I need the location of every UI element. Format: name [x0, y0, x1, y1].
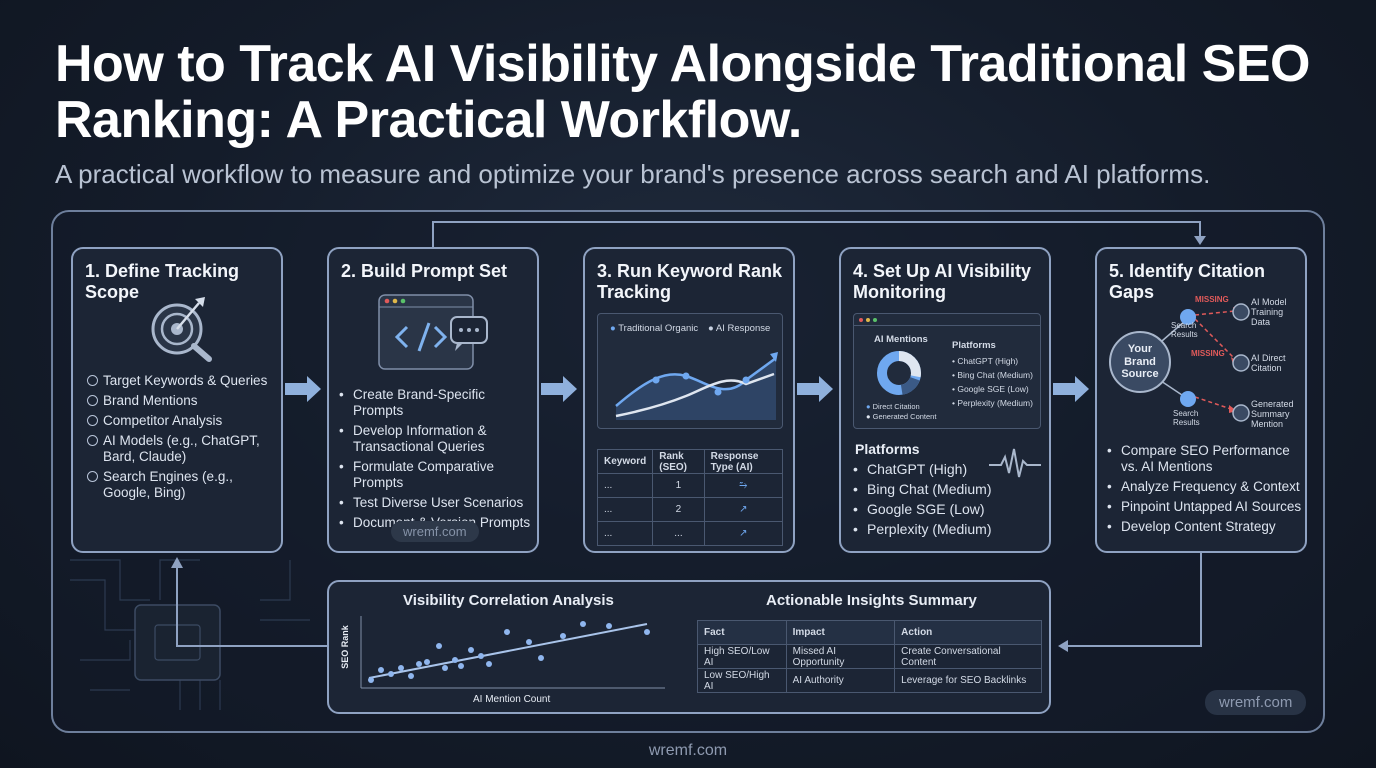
list-item: Test Diverse User Scenarios — [337, 495, 537, 511]
step-card-citation-gaps: 5. Identify Citation Gaps Your Brand Sou… — [1095, 247, 1307, 553]
list-item: Analyze Frequency & Context — [1105, 479, 1305, 495]
flow-arrow-4 — [1053, 376, 1089, 402]
platform-list: ChatGPT (High) Bing Chat (Medium) Google… — [851, 461, 1001, 541]
analysis-panel: Visibility Correlation Analysis SEO Rank… — [327, 580, 1051, 714]
missing-label: MISSING — [1195, 295, 1229, 304]
mini-platforms-title: Platforms — [952, 340, 996, 351]
list-item: AI Models (e.g., ChatGPT, Bard, Claude) — [87, 433, 277, 465]
target-training-data: AI Model Training Data — [1251, 297, 1287, 327]
flow-arrow-3 — [797, 376, 833, 402]
donut-title: AI Mentions — [874, 334, 928, 345]
search-results-node: Search Results — [1171, 321, 1198, 339]
step-title: 4. Set Up AI Visibility Monitoring — [853, 261, 1032, 302]
list-item: Develop Information & Transactional Quer… — [337, 423, 537, 455]
list-item: Target Keywords & Queries — [87, 373, 277, 389]
monitor-window: AI Mentions ● Direct Citation ● Generate… — [853, 313, 1041, 429]
window-dots — [859, 318, 877, 322]
mini-platform: • Perplexity (Medium) — [952, 398, 1033, 408]
step-card-define-scope: 1. Define Tracking Scope Target Keywords… — [71, 247, 283, 553]
platforms-title: Platforms — [855, 441, 920, 457]
step-title: 3. Run Keyword Rank Tracking — [597, 261, 783, 302]
flow-arrow-2 — [541, 376, 577, 402]
table-header: Rank (SEO) — [652, 449, 705, 474]
correlation-ylabel: SEO Rank — [339, 625, 350, 669]
step-title: 2. Build Prompt Set — [341, 261, 508, 281]
list-item: Brand Mentions — [87, 393, 277, 409]
pulse-icon — [989, 448, 1041, 478]
step-card-ai-monitoring: 4. Set Up AI Visibility Monitoring AI Me… — [839, 247, 1051, 553]
table-header: Response Type (AI) — [703, 449, 784, 474]
mini-platform: • ChatGPT (High) — [952, 356, 1019, 366]
table-header: Impact — [785, 620, 896, 645]
correlation-scatter — [360, 616, 665, 689]
target-summary-mention: Generated Summary Mention — [1251, 399, 1294, 429]
table-row: ...1⥲ — [596, 473, 784, 498]
table-row: ...2↗ — [596, 497, 784, 522]
donut-legend-generated: ● Generated Content — [866, 412, 937, 421]
mini-platform: • Google SGE (Low) — [952, 384, 1029, 394]
watermark-pill-right: wremf.com — [1205, 690, 1307, 715]
list-item: Formulate Comparative Prompts — [337, 459, 537, 491]
scope-list: Target Keywords & Queries Brand Mentions… — [87, 373, 277, 505]
rank-chart-panel: ● Traditional Organic ● AI Response — [597, 313, 783, 429]
list-item: Perplexity (Medium) — [851, 521, 1001, 537]
target-search-icon — [151, 297, 212, 362]
rank-line-chart — [615, 352, 778, 420]
page-subtitle: A practical workflow to measure and opti… — [55, 159, 1211, 189]
table-header: Fact — [697, 620, 787, 645]
list-item: ChatGPT (High) — [851, 461, 1001, 477]
footer-watermark: wremf.com — [648, 742, 728, 759]
prompt-list: Create Brand-Specific Prompts Develop In… — [337, 387, 537, 535]
step-card-build-prompts: 2. Build Prompt Set Create Brand-Specifi… — [327, 247, 539, 553]
list-item: Compare SEO Performance vs. AI Mentions — [1105, 443, 1305, 475]
step-title: 5. Identify Citation Gaps — [1109, 261, 1266, 302]
list-item: Develop Content Strategy — [1105, 519, 1305, 535]
gap-list: Compare SEO Performance vs. AI Mentions … — [1105, 443, 1305, 539]
legend-ai: ● AI Response — [708, 323, 771, 334]
mini-platform: • Bing Chat (Medium) — [952, 370, 1033, 380]
table-header: Keyword — [596, 449, 654, 474]
correlation-xlabel: AI Mention Count — [473, 694, 551, 705]
flow-arrow-1 — [285, 376, 321, 402]
page-title: How to Track AI Visibility Alongside Tra… — [55, 35, 1310, 149]
step-title: 1. Define Tracking Scope — [85, 261, 240, 302]
citation-gap-diagram — [1109, 303, 1250, 422]
table-header: Action — [894, 620, 1042, 645]
search-results-node: Search Results — [1173, 409, 1200, 427]
ai-mentions-donut — [877, 351, 921, 395]
insights-title: Actionable Insights Summary — [766, 592, 977, 609]
list-item: Google SGE (Low) — [851, 501, 1001, 517]
watermark-pill: wremf.com — [391, 521, 479, 542]
legend-organic: ● Traditional Organic — [610, 323, 699, 334]
list-item: Bing Chat (Medium) — [851, 481, 1001, 497]
correlation-title: Visibility Correlation Analysis — [403, 592, 614, 609]
list-item: Pinpoint Untapped AI Sources — [1105, 499, 1305, 515]
missing-label: MISSING — [1191, 349, 1225, 358]
list-item: Create Brand-Specific Prompts — [337, 387, 537, 419]
step-card-rank-tracking: 3. Run Keyword Rank Tracking ● Tradition… — [583, 247, 795, 553]
target-direct-citation: AI Direct Citation — [1251, 353, 1286, 373]
list-item: Search Engines (e.g., Google, Bing) — [87, 469, 277, 501]
code-window-icon — [378, 294, 488, 370]
brand-source-node: Your Brand Source — [1121, 343, 1159, 380]
donut-legend-direct: ● Direct Citation — [866, 402, 920, 411]
table-row: ......↗ — [596, 521, 784, 546]
list-item: Competitor Analysis — [87, 413, 277, 429]
